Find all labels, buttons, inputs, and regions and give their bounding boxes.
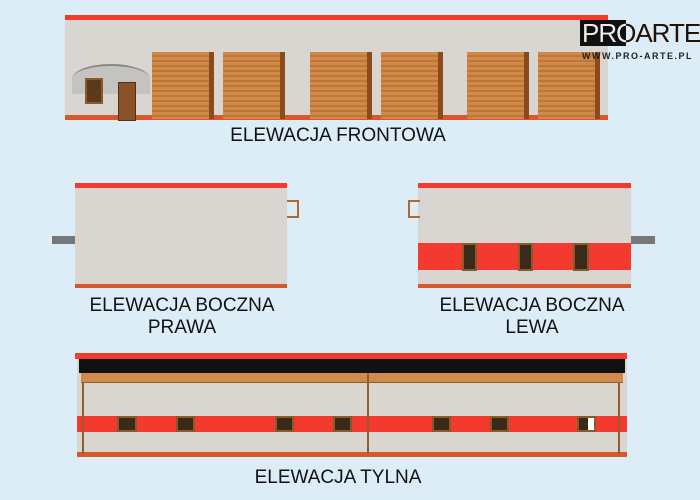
garage-door — [310, 52, 372, 119]
right-elevation-label-line1: ELEWACJA BOCZNA — [89, 295, 275, 316]
entrance-door — [118, 82, 136, 121]
rear-elevation-label: ELEWACJA TYLNA — [254, 467, 422, 488]
window — [462, 243, 477, 271]
garage-door — [538, 52, 600, 119]
window — [432, 416, 451, 432]
window — [117, 416, 137, 432]
proarte-logo: PROARTE — [580, 18, 700, 48]
left-elevation-label-line2: LEWA — [505, 317, 559, 338]
entrance-canopy — [72, 64, 150, 94]
garage-door — [152, 52, 214, 119]
window — [333, 416, 352, 432]
front-elevation-label: ELEWACJA FRONTOWA — [230, 125, 446, 146]
logo-url: WWW.PRO-ARTE.PL — [582, 51, 693, 61]
right-elevation-label-line2: PRAWA — [147, 317, 217, 338]
front-window — [85, 78, 103, 104]
window — [490, 416, 509, 432]
left-elevation-label-line1: ELEWACJA BOCZNA — [439, 295, 625, 316]
garage-door — [381, 52, 443, 119]
window — [573, 243, 589, 271]
window — [518, 243, 533, 271]
window — [577, 416, 596, 432]
window — [176, 416, 195, 432]
garage-door — [223, 52, 285, 119]
garage-door — [467, 52, 529, 119]
window — [275, 416, 294, 432]
